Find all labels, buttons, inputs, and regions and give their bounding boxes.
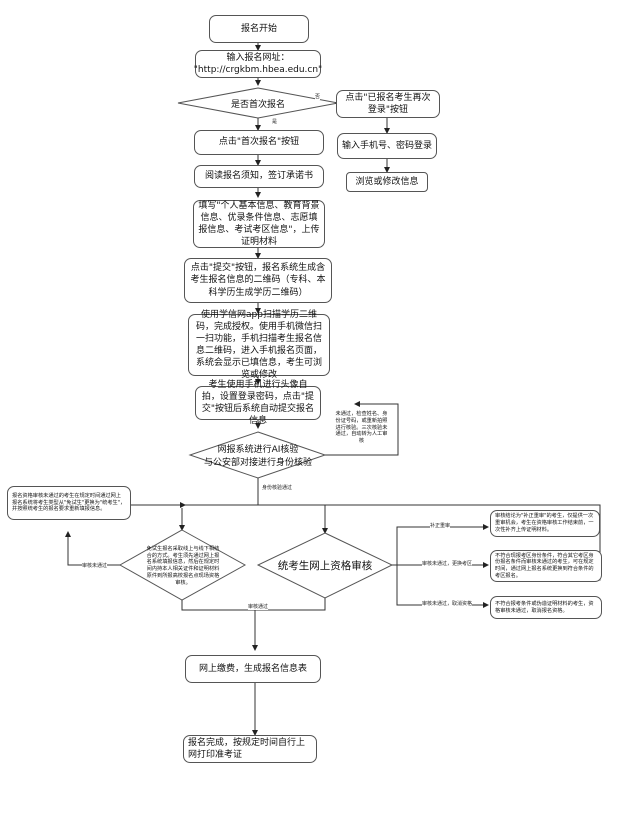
- submit-qr-node: 点击"提交"按钮，报名系统生成含考生报名信息的二维码（专科、本科学历生成学历二维…: [184, 258, 332, 303]
- pay-node: 网上缴费，生成报名信息表: [185, 655, 321, 683]
- first-time-decision: 是否首次报名: [230, 99, 285, 110]
- resubmit-note: 审核结论为"补正重审"的考生，仅提供一次重审机会，考生在资格审核工作结束前，一次…: [490, 510, 600, 537]
- edge-label-cancel: 审核未通过，取消资格: [422, 600, 473, 607]
- fill-info-node: 填写"个人基本信息、教育背景信息、优录条件信息、志愿填报信息、考试考区信息"，上…: [193, 200, 325, 248]
- edge-to-unified: [258, 504, 328, 534]
- edge-cancel: [396, 565, 489, 608]
- ai-fail-note: 未通过，检查姓名、身份证号码，或重新拍照进行核验。三次核验未通过，自动转为人工审…: [335, 411, 388, 445]
- ai-check-decision: 网报系统进行AI核验 与公安部对接进行身份核验: [203, 445, 312, 468]
- complete-node: 报名完成，按规定时间自行上网打印准考证: [183, 735, 317, 763]
- read-notice-node: 阅读报名须知，签订承诺书: [194, 165, 324, 188]
- unified-review-diamond: 统考生网上资格审核: [277, 559, 373, 572]
- edge-label-yes: 是: [272, 118, 278, 125]
- edge-review-pass: [181, 598, 326, 611]
- browse-modify-node: 浏览或修改信息: [346, 172, 428, 192]
- cancel-note: 不符合报考条件或伪造证明材料的考生，资格审核未通过，取消报名资格。: [490, 596, 602, 619]
- edge-label-no: 否: [315, 93, 321, 100]
- selfie-node: 考生使用手机进行头像自拍，设置登录密码，点击"提交"按钮后系统自动提交报名信息: [195, 380, 321, 426]
- edge-label-review-passed: 审核通过: [248, 603, 269, 610]
- exempt-review-diamond: 免试生报名采取线上与线下相结合的方式。考生须先通过网上报名系统填报信息，然后在规…: [146, 545, 220, 586]
- exempt-fail-note: 报名资格审核未通过的考生在规定时间通过网上报名系统将考生类型从"免试生"更换为"…: [7, 486, 131, 520]
- edge-label-id-passed: 身份核验通过: [262, 484, 293, 491]
- enter-url-node: 输入报名网址： "http://crgkbm.hbea.edu.cn": [194, 50, 322, 78]
- start-node: 报名开始: [209, 15, 309, 43]
- returning-login-node: 点击"已报名考生再次登录"按钮: [336, 90, 440, 118]
- edge-label-review-failed: 审核未通过: [82, 562, 108, 569]
- edge-label-resubmit: 补正重审: [430, 522, 451, 529]
- click-first-node: 点击"首次报名"按钮: [194, 130, 324, 155]
- edge-label-change-area: 审核未通过，更换考区: [422, 560, 473, 567]
- change-area-note: 不符合现报考区身份条件，符合其它考区身份报名条件而审核未通过的考生，可在规定时间…: [490, 550, 602, 582]
- scan-qr-node: 使用学信网app扫描学历二维码，完成授权。使用手机微信扫一扫功能，手机扫描考生报…: [188, 310, 330, 380]
- edge-exempt-review-fail: [65, 531, 120, 566]
- edge-ai-fail-loop: [325, 401, 399, 456]
- phone-login-node: 输入手机号、密码登录: [337, 133, 437, 159]
